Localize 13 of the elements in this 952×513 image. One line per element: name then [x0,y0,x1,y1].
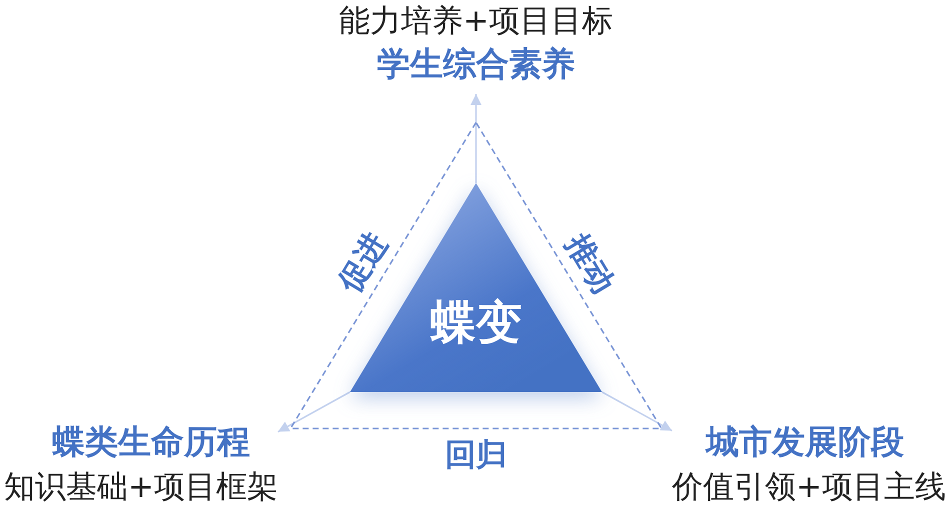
heading: 蝶类生命历程 [52,421,250,463]
relation-label: 推动 [558,228,622,300]
subheading: 知识基础+项目框架 [4,468,278,507]
subheading: 价值引领+项目主线 [672,468,946,507]
arrow [278,391,350,432]
subheading: 能力培养+项目目标 [339,2,613,41]
heading: 学生综合素养 [377,43,575,85]
center-label: 蝶变 [430,295,522,350]
arrow [470,94,482,183]
arrow [602,391,672,432]
heading: 城市发展阶段 [706,421,904,463]
relation-label: 促进 [332,227,394,299]
relation-label: 回归 [445,437,507,473]
